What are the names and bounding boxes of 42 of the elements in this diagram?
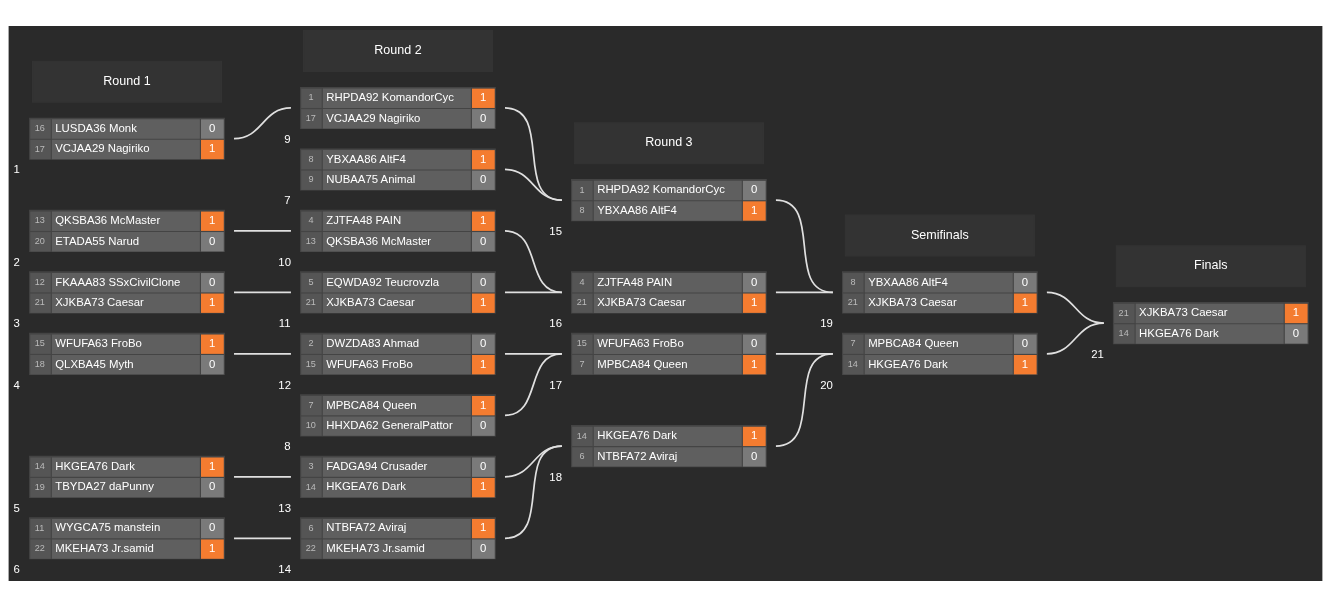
connector [233,291,292,293]
node-label: 19 [820,316,833,329]
connector [504,291,563,293]
node-label: 1 [13,162,20,175]
connector [504,352,563,416]
label: Round 3 [645,134,693,149]
connector [233,475,292,478]
connector [233,536,292,539]
node-label: 7 [284,193,291,206]
connector [775,198,834,293]
node-label: 11 [278,316,291,329]
connector [775,291,834,293]
connector [504,229,563,293]
node-label: 20 [820,378,833,391]
connector [233,106,292,140]
node-label: 6 [13,562,20,575]
node-label: 5 [13,501,20,514]
connector [233,352,292,355]
connector [775,352,834,447]
connector [504,444,563,539]
node-label: 4 [13,378,20,391]
connector [504,168,563,201]
node-label: 3 [13,316,20,329]
node-label: 10 [278,255,292,268]
node-label: 9 [284,132,291,145]
label: Round 1 [103,73,151,88]
node-label: 21 [1091,347,1104,360]
label: Semifinals [911,227,969,242]
label: Finals [1194,257,1228,272]
connector [504,106,563,201]
node-label: 2 [13,255,20,268]
node-label: 12 [278,378,292,391]
label: Round 2 [374,42,422,57]
node-label: 14 [278,562,292,575]
connector [233,229,292,232]
node-label: 15 [549,224,562,237]
node-label: 13 [278,501,292,514]
node-label: 16 [549,316,562,329]
connector [1046,321,1105,355]
node-label: 8 [284,439,291,452]
node-label: 17 [549,378,562,391]
node-label: 18 [549,470,562,483]
